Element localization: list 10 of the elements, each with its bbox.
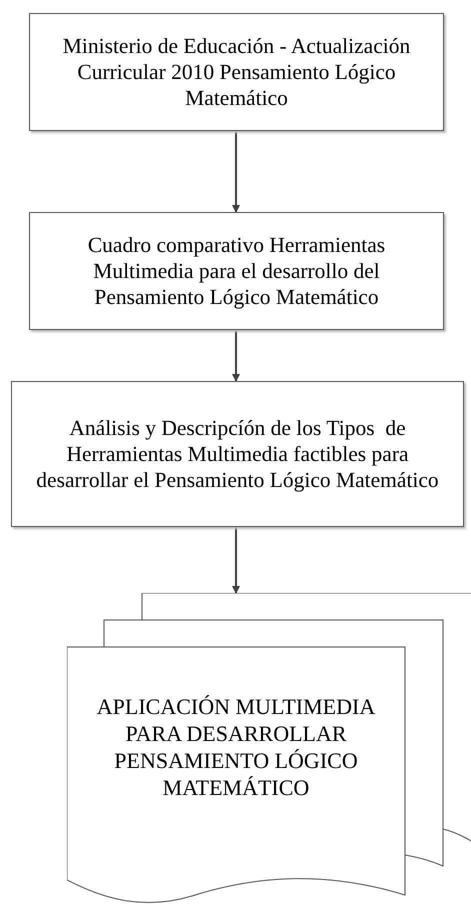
arrow xyxy=(232,131,240,213)
node-text: Análisis y Descripcíón de los Tipos de Herramientas Multimedia factibles para desarrollar el Pensamiento Lógico Matemático xyxy=(35,415,440,493)
node-text: Cuadro comparativo Herramientas Multimedia para el desarrollo del Pensamiento Lógico Matemático xyxy=(86,232,386,310)
node-text: Ministerio de Educación - Actualización Curricular 2010 Pensamiento Lógico Matemático xyxy=(62,33,412,111)
arrow xyxy=(232,330,240,382)
process-box xyxy=(29,212,444,330)
arrow xyxy=(232,527,240,594)
process-box xyxy=(11,381,464,527)
process-box xyxy=(29,13,444,131)
node-text: APLICACIÓN MULTIMEDIA PARA DESARROLLAR PENSAMIENTO LÓGICO MATEMÁTICO xyxy=(96,693,376,801)
